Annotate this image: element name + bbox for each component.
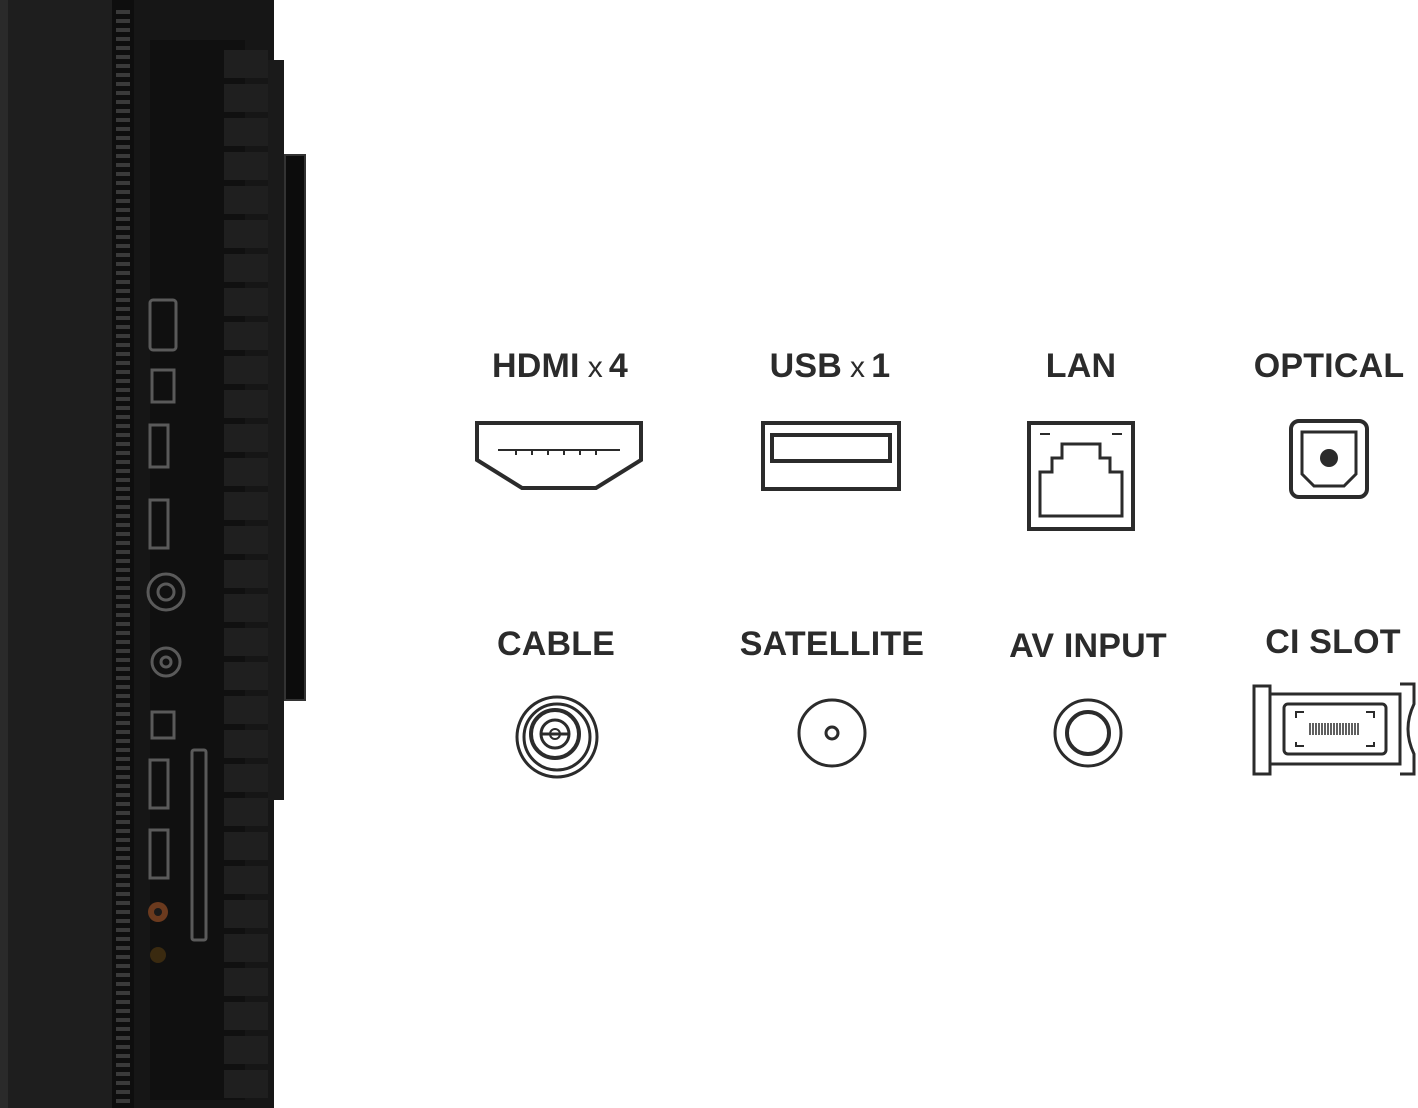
hdmi-port-icon bbox=[475, 421, 643, 490]
ci-slot-icon bbox=[1252, 682, 1416, 776]
cable-port-icon bbox=[515, 695, 599, 779]
satellite-label: SATELLITE bbox=[739, 625, 925, 663]
av-input-port-icon bbox=[1053, 698, 1123, 768]
tv-side-panel-image bbox=[0, 0, 306, 1108]
usb-port-icon bbox=[761, 421, 901, 491]
satellite-port-icon bbox=[797, 698, 867, 768]
av-input-label: AV INPUT bbox=[1009, 627, 1167, 665]
lan-label: LAN bbox=[1045, 347, 1117, 385]
optical-port-icon bbox=[1289, 419, 1369, 499]
ci-slot-label: CI SLOT bbox=[1265, 623, 1401, 661]
cable-label: CABLE bbox=[496, 625, 616, 663]
optical-label: OPTICAL bbox=[1253, 347, 1405, 385]
lan-port-icon bbox=[1027, 421, 1135, 531]
